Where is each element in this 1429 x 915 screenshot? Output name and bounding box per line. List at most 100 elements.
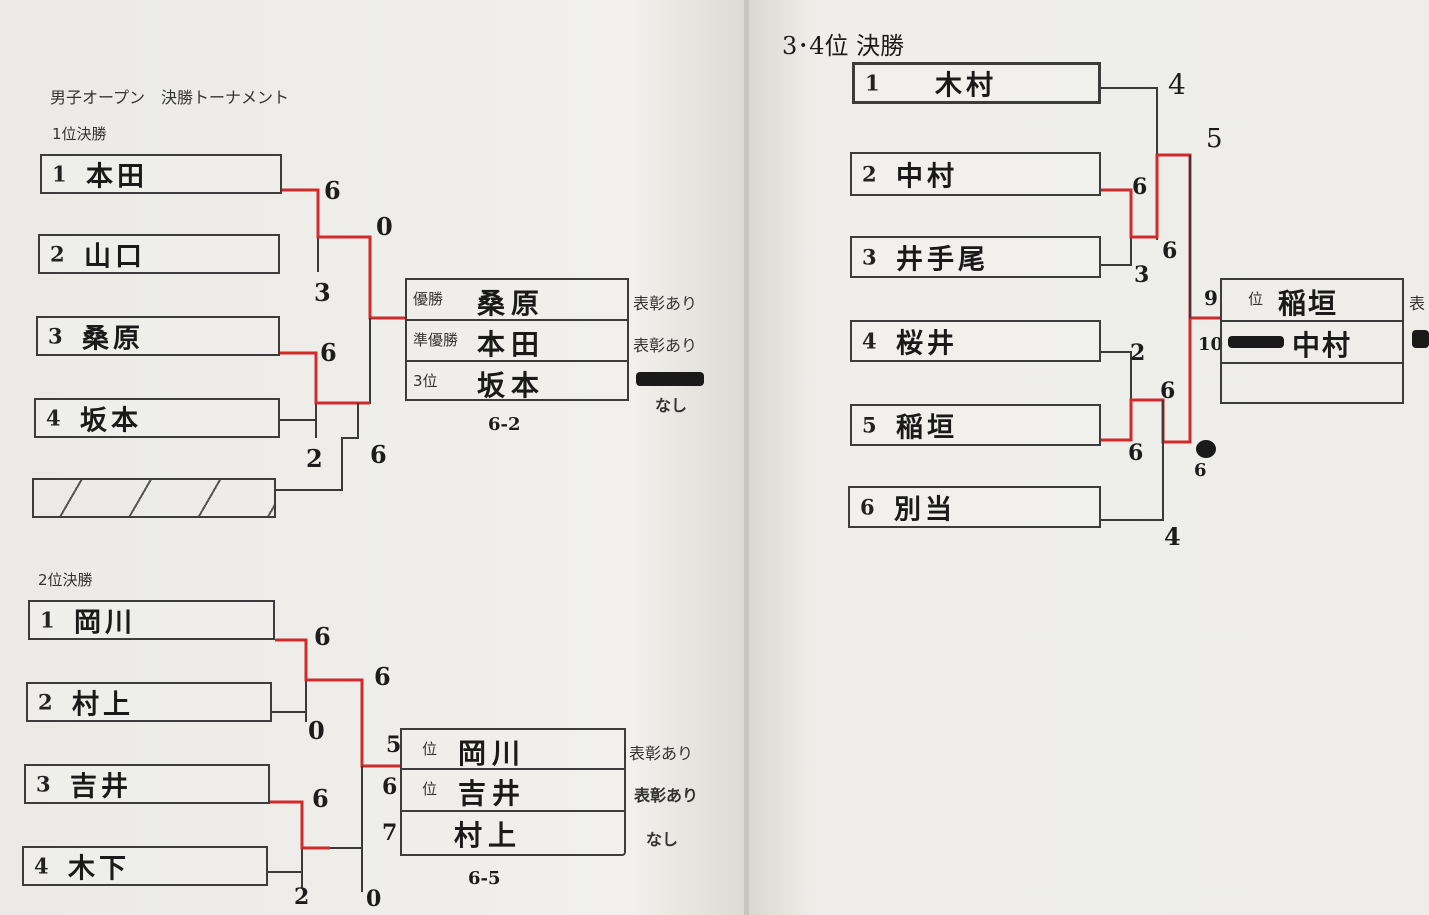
seed-number: 6 [860, 494, 875, 520]
award-note: 表彰あり [633, 336, 698, 355]
results-row: 3位 坂本 [407, 362, 627, 403]
player-box: 4 坂本 [34, 398, 280, 438]
player-box: 4 桜井 [850, 320, 1101, 362]
rank-number: 9 [1204, 286, 1218, 310]
seed-number: 3 [36, 771, 51, 797]
player-name: 坂本 [80, 405, 142, 437]
rank-label: 3位 [413, 372, 438, 390]
seed-number: 3 [48, 323, 63, 349]
score: 2 [1130, 340, 1146, 366]
seed-number: 1 [865, 70, 880, 96]
player-name: 中村 [896, 161, 958, 193]
seed-number: 4 [862, 328, 877, 354]
player-name: 井手尾 [896, 244, 989, 276]
empty-player-box [32, 478, 276, 518]
results-row: 位 稲垣 [1222, 280, 1402, 322]
winner-name: 桑原 [477, 287, 546, 320]
results-row: 村上 [402, 812, 624, 858]
results-table: 位 岡川 位 吉井 村上 [400, 728, 626, 856]
player-name: 別当 [894, 494, 956, 526]
score: 6 [324, 176, 341, 205]
results-row: 優勝 桑原 [407, 280, 627, 321]
score: 6 [320, 338, 337, 367]
score: 6 [374, 662, 391, 691]
player-box: 3 吉井 [24, 764, 270, 804]
player-name: 桜井 [896, 328, 958, 360]
score: 6 [1132, 174, 1148, 200]
score: 5 [1206, 124, 1223, 154]
rank-label: 位 [422, 740, 438, 758]
score: 6 [370, 440, 387, 469]
rank-number: 5 [386, 732, 402, 758]
heading-third-fourth: 3･4位 決勝 [782, 32, 905, 60]
score: 0 [376, 212, 393, 241]
crossed-out-mark [1228, 336, 1284, 348]
player-name: 村上 [72, 689, 134, 721]
winner-name: 稲垣 [1278, 287, 1339, 320]
score: 6 [314, 622, 331, 651]
final-score: 6-2 [488, 414, 521, 435]
seed-number: 2 [862, 161, 877, 187]
rank-label: 位 [1248, 290, 1264, 308]
results-row: 位 吉井 [402, 770, 624, 812]
score: 6 [1160, 378, 1176, 404]
seed-number: 2 [38, 689, 53, 715]
player-box: 3 桑原 [36, 316, 280, 356]
results-row: 準優勝 本田 [407, 321, 627, 362]
player-box: 2 中村 [850, 152, 1101, 196]
score: 6 [1162, 238, 1178, 264]
rank-number: 10 [1198, 334, 1224, 355]
player-name: 木村 [935, 70, 997, 102]
player-box: 1 木村 [852, 62, 1101, 104]
player-name: 本田 [86, 161, 148, 193]
results-row: 中村 [1222, 322, 1402, 364]
winner-name: 本田 [477, 328, 546, 361]
award-note: 表彰あり [633, 294, 698, 313]
player-name: 岡川 [74, 607, 136, 639]
award-note: 表彰あり [629, 744, 694, 763]
player-box: 4 木下 [22, 846, 268, 886]
score: 2 [294, 884, 310, 910]
score: 4 [1164, 522, 1181, 551]
results-table: 位 稲垣 中村 [1220, 278, 1404, 404]
player-box: 2 村上 [26, 682, 272, 722]
award-note: 表 [1409, 294, 1426, 313]
score: 6 [312, 784, 329, 813]
winner-name: 吉井 [458, 777, 527, 810]
crossed-out-mark [1412, 330, 1429, 348]
score: 6 [1194, 460, 1207, 481]
rank-label: 優勝 [413, 290, 444, 308]
heading-second-place: 2位決勝 [38, 571, 93, 589]
notebook-spine [744, 0, 749, 915]
document-title: 男子オープン 決勝トーナメント [50, 88, 290, 107]
seed-number: 4 [34, 853, 49, 879]
player-name: 稲垣 [896, 412, 958, 444]
player-name: 木下 [68, 853, 130, 885]
winner-name: 坂本 [477, 369, 546, 402]
score: 4 [1168, 68, 1186, 101]
winner-name: 岡川 [458, 737, 527, 770]
seed-number: 3 [862, 244, 877, 270]
player-box: 1 本田 [40, 154, 282, 194]
seed-number: 1 [40, 607, 55, 633]
score: 6 [1128, 440, 1144, 466]
score: 3 [1134, 262, 1150, 288]
rank-label: 準優勝 [413, 331, 459, 349]
player-box: 3 井手尾 [850, 236, 1101, 278]
player-box: 2 山口 [38, 234, 280, 274]
final-score: 6-5 [468, 868, 501, 889]
score: 2 [306, 444, 323, 473]
seed-number: 2 [50, 241, 65, 267]
player-name: 桑原 [82, 323, 144, 355]
player-box: 1 岡川 [28, 600, 275, 640]
score: 0 [366, 886, 382, 912]
heading-first-place: 1位決勝 [52, 125, 107, 143]
player-name: 吉井 [70, 771, 132, 803]
winner-name: 村上 [454, 819, 523, 852]
player-box: 5 稲垣 [850, 404, 1101, 446]
rank-label: 位 [422, 780, 438, 798]
seed-number: 5 [862, 412, 877, 438]
award-note: なし [655, 396, 688, 415]
left-page [0, 0, 745, 915]
